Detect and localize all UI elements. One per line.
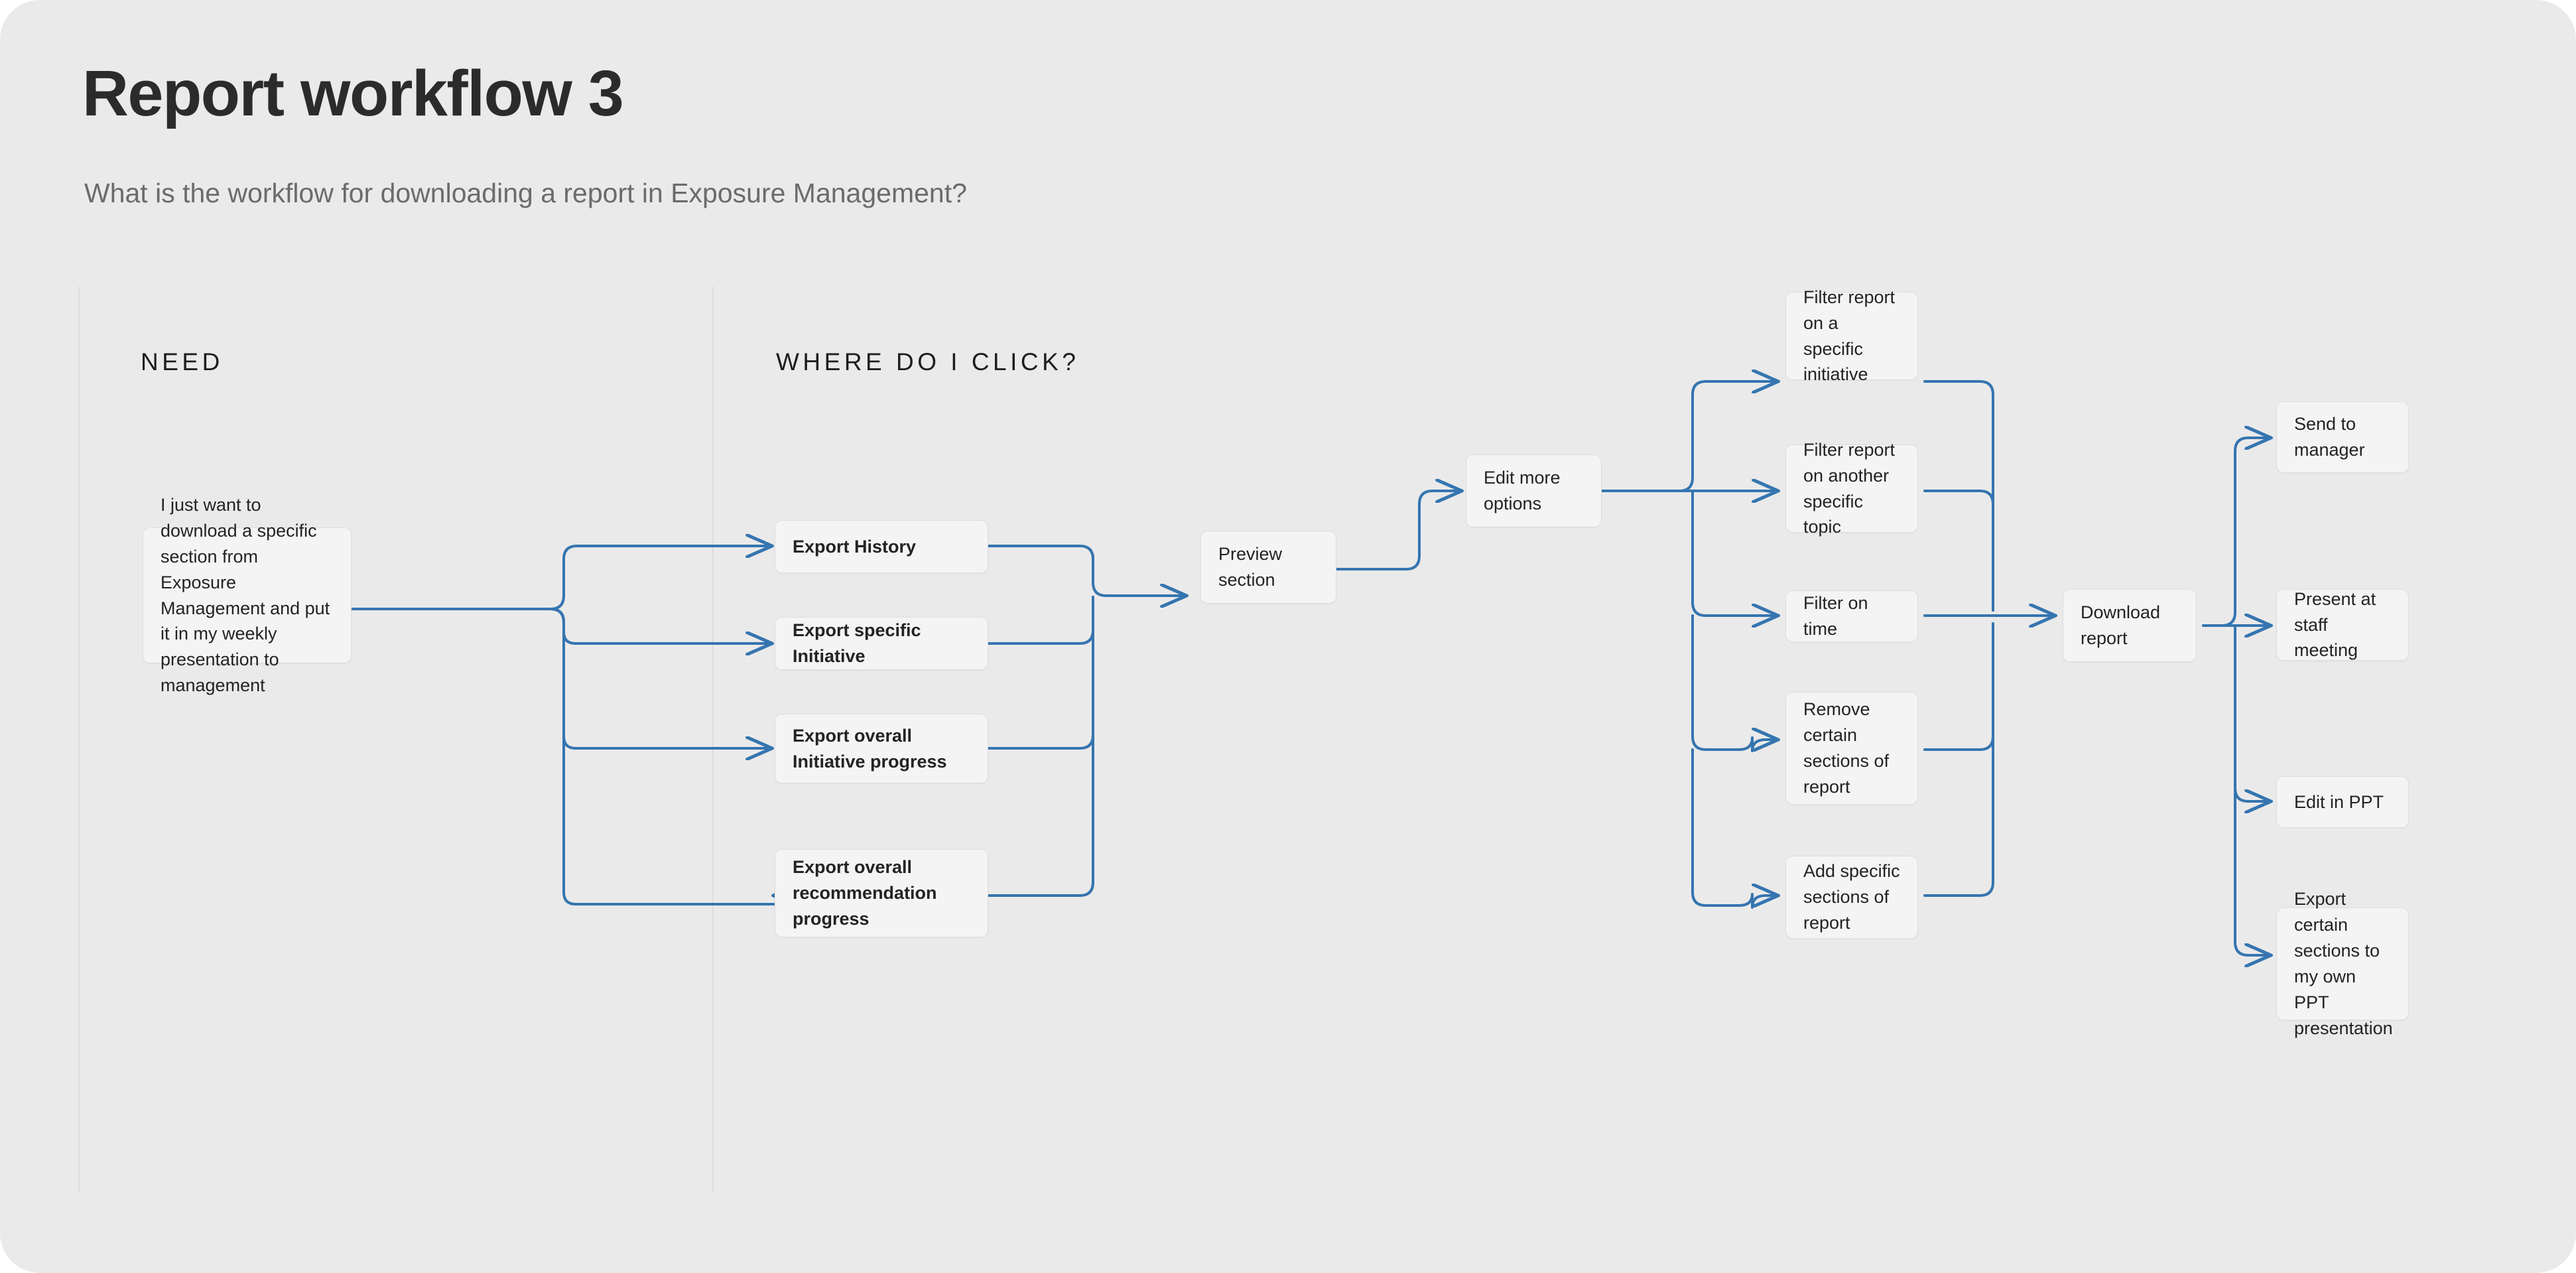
- outcome-node-label: Present at staff meeting: [2294, 588, 2376, 661]
- option-node-label: Filter on time: [1803, 593, 1868, 639]
- option-node-remove-sections[interactable]: Remove certain sections of report: [1785, 692, 1918, 805]
- outcome-node-export-to-own-ppt[interactable]: Export certain sections to my own PPT pr…: [2276, 889, 2409, 1038]
- outcome-node-edit-in-ppt[interactable]: Edit in PPT: [2276, 776, 2409, 828]
- export-node-history[interactable]: Export History: [775, 520, 988, 573]
- edit-more-options-node[interactable]: Edit more options: [1466, 454, 1602, 527]
- outcome-node-label: Export certain sections to my own PPT pr…: [2294, 889, 2393, 1038]
- need-node-label: I just want to download a specific secti…: [161, 495, 330, 696]
- page-subtitle: What is the workflow for downloading a r…: [84, 178, 967, 208]
- option-node-filter-on-time[interactable]: Filter on time: [1785, 590, 1918, 642]
- column-divider-middle: [712, 287, 714, 1192]
- preview-section-label: Preview section: [1218, 544, 1283, 590]
- export-node-label: Export History: [793, 536, 917, 557]
- option-node-add-sections[interactable]: Add specific sections of report: [1785, 856, 1918, 939]
- preview-section-node[interactable]: Preview section: [1200, 531, 1336, 604]
- outcome-node-label: Send to manager: [2294, 414, 2365, 460]
- export-node-label: Export overall Initiative progress: [793, 725, 947, 771]
- export-node-label: Export overall recommendation progress: [793, 857, 937, 929]
- export-node-specific-initiative[interactable]: Export specific Initiative: [775, 617, 988, 670]
- option-node-label: Add specific sections of report: [1803, 861, 1900, 933]
- column-header-need: NEED: [141, 348, 224, 375]
- option-node-label: Filter report on a specific initiative: [1803, 287, 1896, 385]
- download-report-node[interactable]: Download report: [2063, 589, 2197, 662]
- column-header-click: WHERE DO I CLICK?: [776, 348, 1080, 375]
- download-report-label: Download report: [2081, 602, 2161, 648]
- page-title: Report workflow 3: [82, 57, 624, 129]
- option-node-label: Filter report on another specific topic: [1803, 439, 1896, 537]
- export-node-overall-recommendation-progress[interactable]: Export overall recommendation progress: [775, 849, 988, 937]
- edit-more-options-label: Edit more options: [1484, 468, 1561, 513]
- option-node-filter-specific-initiative[interactable]: Filter report on a specific initiative: [1785, 287, 1918, 384]
- outcome-node-present-at-staff-meeting[interactable]: Present at staff meeting: [2276, 589, 2409, 661]
- export-node-label: Export specific Initiative: [793, 620, 921, 666]
- export-node-overall-initiative-progress[interactable]: Export overall Initiative progress: [775, 714, 988, 783]
- option-node-label: Remove certain sections of report: [1803, 699, 1890, 797]
- option-node-filter-another-topic[interactable]: Filter report on another specific topic: [1785, 440, 1918, 537]
- column-divider-left: [78, 287, 80, 1192]
- outcome-node-send-to-manager[interactable]: Send to manager: [2276, 401, 2409, 473]
- need-node[interactable]: I just want to download a specific secti…: [143, 495, 352, 695]
- outcome-node-label: Edit in PPT: [2294, 791, 2384, 812]
